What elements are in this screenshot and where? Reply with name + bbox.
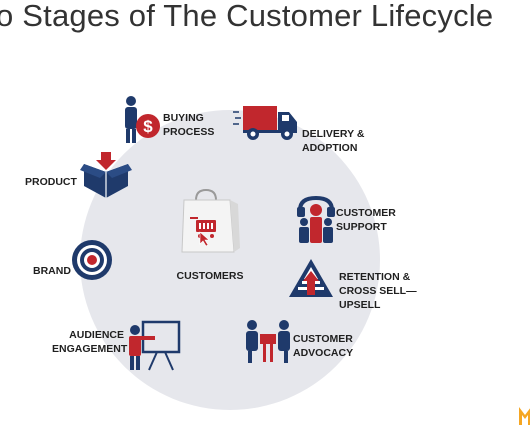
svg-text:$: $ [143,117,153,136]
center-label: CUSTOMERS [176,270,244,282]
shopping-bag-cart-icon [174,186,244,261]
dollar-person-icon: $ [122,95,162,145]
pyramid-arrow-icon [288,257,334,299]
page-title: o Stages of The Customer Lifecycle [0,0,494,33]
stage-label-delivery-adoption: DELIVERY & ADOPTION [302,128,365,154]
stage-label-customer-support: CUSTOMER SUPPORT [336,207,396,233]
stage-label-customer-advocacy: CUSTOMER ADVOCACY [293,333,354,359]
stage-label-audience-engagement: AUDIENCE ENGAGEMENT [52,329,128,355]
support-headset-icon [296,196,336,248]
logo-mark-icon [519,407,530,425]
target-icon [70,238,114,282]
stage-label-retention-cross-sell: RETENTION & CROSS SELL— UPSELL [339,271,417,311]
stage-label-product: PRODUCT [25,176,77,188]
delivery-truck-icon [233,102,299,142]
people-meeting-icon [244,318,292,364]
box-icon [80,152,132,200]
stage-label-brand: BRAND [33,265,71,277]
presenter-board-icon [127,320,183,372]
stage-label-buying-process: BUYING PROCESS [163,112,215,138]
